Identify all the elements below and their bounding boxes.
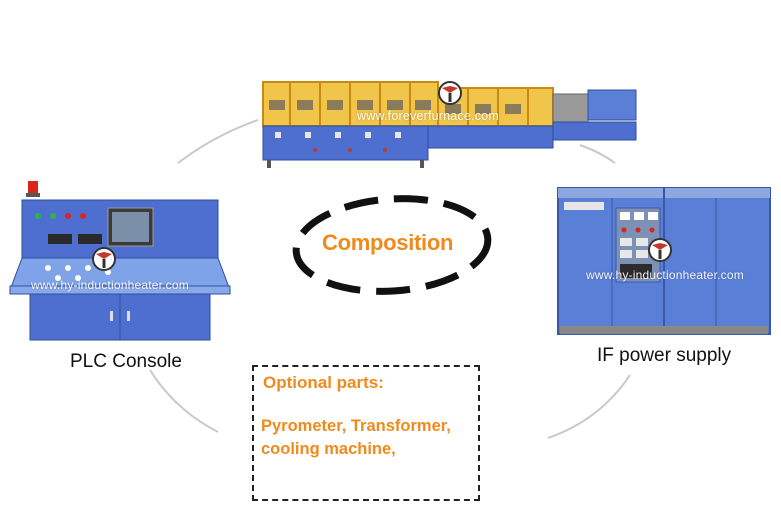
logo-emblem-icon	[648, 238, 672, 262]
plc-console-caption: PLC Console	[70, 351, 182, 372]
watermark-text: www.hy-inductionheater.com	[31, 278, 189, 292]
logo-emblem-icon	[438, 81, 462, 105]
warning-beacon-icon	[28, 181, 38, 195]
if-power-supply-caption: IF power supply	[597, 345, 732, 366]
nameplate-icon	[564, 202, 604, 210]
watermark-text: www.foreverfurnace.com	[357, 109, 499, 123]
optional-parts-line: cooling machine,	[261, 440, 396, 458]
composition-title: Composition	[322, 230, 454, 255]
optional-parts-box: Optional parts: Pyrometer, Transformer, …	[252, 365, 480, 501]
optional-parts-title: Optional parts:	[263, 373, 384, 392]
plc-console-machine	[9, 181, 231, 341]
composition-ellipse	[292, 195, 492, 295]
production-line-machine	[262, 81, 637, 168]
watermark-text: www.hy-inductionheater.com	[586, 268, 744, 282]
optional-parts-line: Pyrometer, Transformer,	[261, 417, 451, 435]
logo-emblem-icon	[92, 247, 116, 271]
